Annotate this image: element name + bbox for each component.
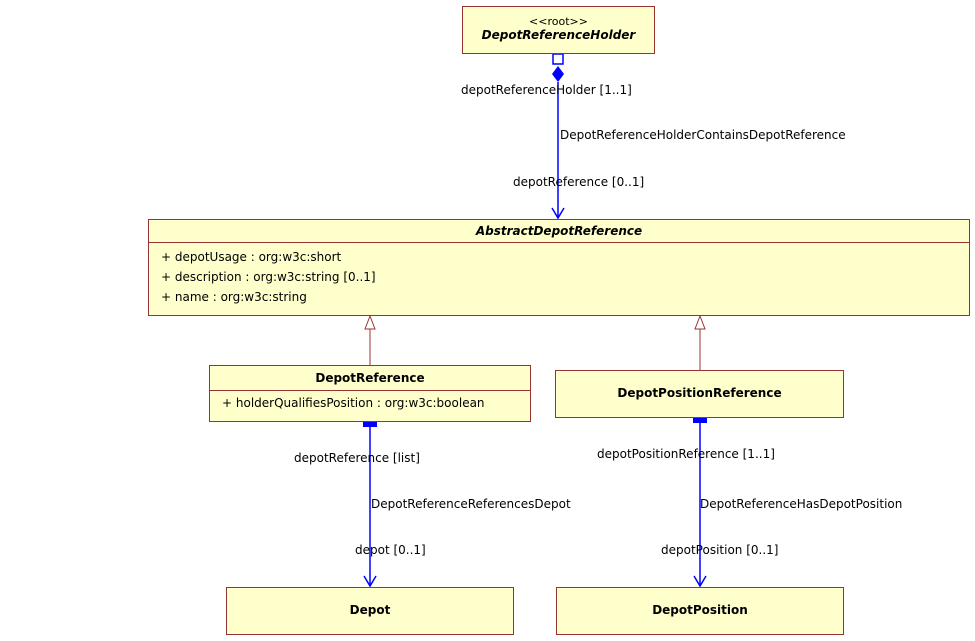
references-depot-source-role: depotReference [list] [294, 451, 420, 465]
attribute-holder-qualifies-position: + holderQualifiesPosition : org:w3c:bool… [222, 396, 485, 410]
holder-class-name: DepotReferenceHolder [481, 28, 636, 42]
class-depot-reference-holder[interactable]: <<root>> DepotReferenceHolder [462, 6, 655, 54]
has-position-target-role: depotPosition [0..1] [661, 543, 779, 557]
has-position-association-name: DepotReferenceHasDepotPosition [700, 497, 903, 511]
class-depot-reference[interactable]: DepotReference + holderQualifiesPosition… [209, 365, 531, 422]
references-depot-association-name: DepotReferenceReferencesDepot [371, 497, 571, 511]
composition-diamond [552, 66, 564, 82]
class-depot-position-reference[interactable]: DepotPositionReference [555, 370, 844, 418]
attribute-description: + description : org:w3c:string [0..1] [161, 270, 376, 284]
generalization-depot-position-reference [694, 314, 706, 370]
depot-reference-class-name: DepotReference [315, 371, 425, 385]
class-depot-position[interactable]: DepotPosition [556, 587, 844, 635]
has-position-association-line [693, 417, 707, 588]
depot-reference-attributes: + holderQualifiesPosition : org:w3c:bool… [210, 390, 530, 413]
class-abstract-depot-reference[interactable]: AbstractDepotReference + depotUsage : or… [148, 219, 970, 316]
abstract-attributes: + depotUsage : org:w3c:short + descripti… [149, 242, 969, 307]
depot-position-reference-class-name: DepotPositionReference [617, 386, 782, 400]
composition-association-line [551, 53, 565, 220]
attribute-name: + name : org:w3c:string [161, 290, 307, 304]
depot-class-name: Depot [349, 603, 391, 617]
depot-position-class-name: DepotPosition [652, 603, 748, 617]
class-depot[interactable]: Depot [226, 587, 514, 635]
composition-arrowhead [551, 207, 565, 220]
holder-target-role: depotReference [0..1] [513, 175, 645, 189]
generalization-depot-reference [364, 314, 376, 365]
holder-association-name: DepotReferenceHolderContainsDepotReferen… [560, 128, 846, 142]
holder-source-role: depotReferenceHolder [1..1] [461, 83, 632, 97]
composition-source-square [552, 53, 564, 65]
holder-stereotype: <<root>> [529, 15, 588, 28]
references-depot-association-line [363, 421, 377, 588]
abstract-class-name: AbstractDepotReference [475, 224, 643, 238]
references-depot-target-role: depot [0..1] [355, 543, 426, 557]
has-position-source-role: depotPositionReference [1..1] [597, 447, 775, 461]
attribute-depot-usage: + depotUsage : org:w3c:short [161, 250, 342, 264]
